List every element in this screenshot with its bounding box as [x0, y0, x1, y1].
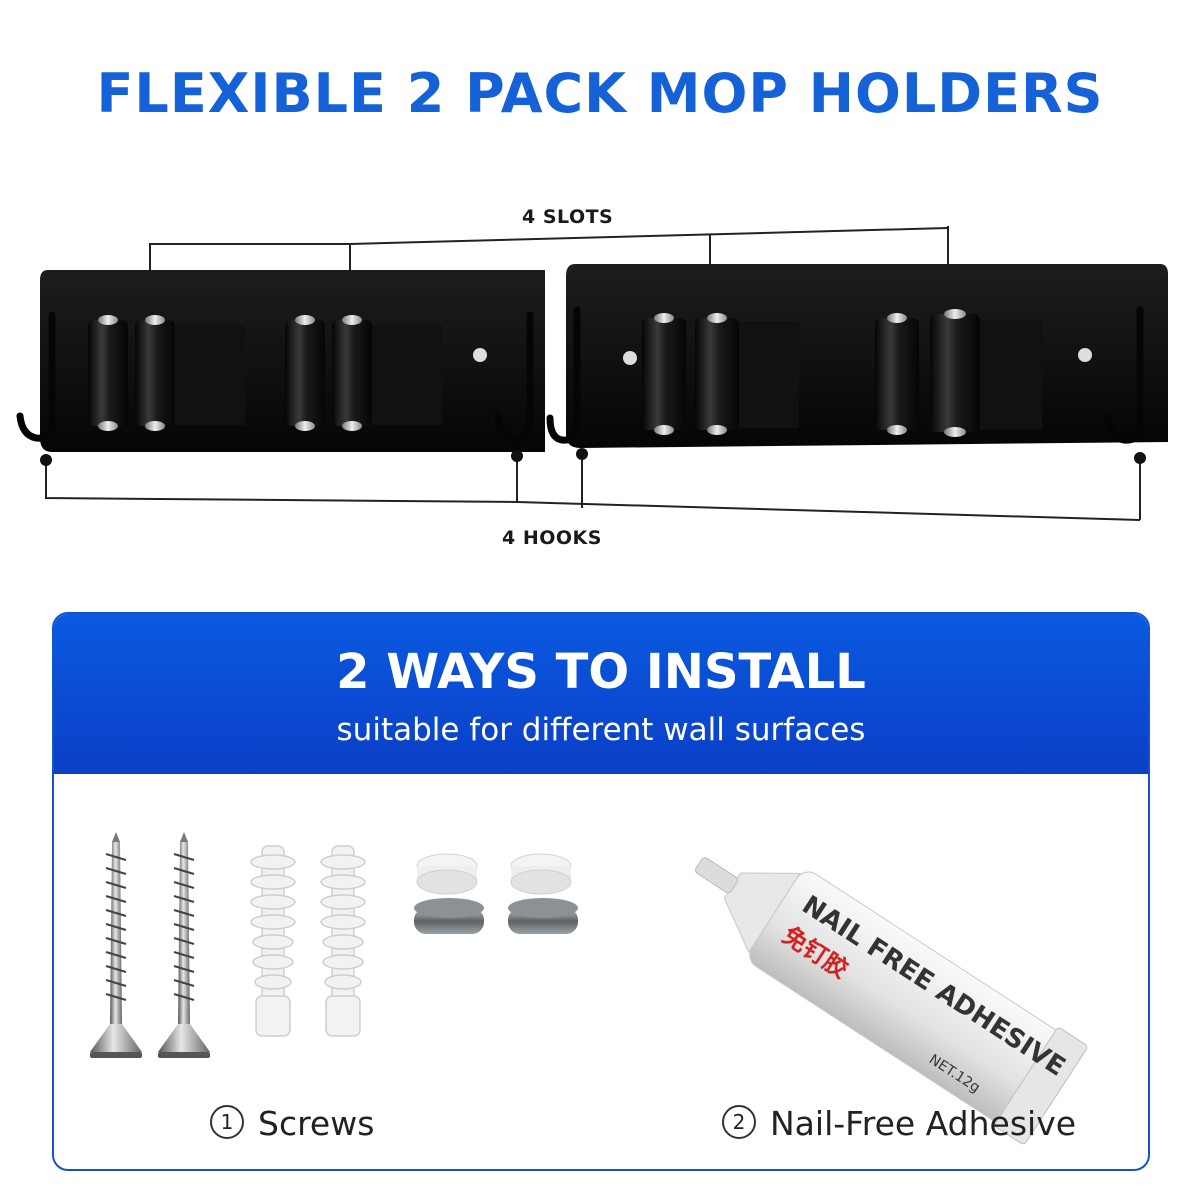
slots-label: 4 SLOTS: [522, 206, 614, 228]
holder-right: [546, 264, 1168, 448]
page-title: FLEXIBLE 2 PACK MOP HOLDERS: [96, 62, 1104, 125]
hooks-dimension-line: [45, 454, 1141, 521]
install-panel: 2 WAYS TO INSTALL suitable for different…: [52, 612, 1150, 1171]
option-adhesive: 2 Nail-Free Adhesive: [722, 1104, 1076, 1143]
mop-holders-illustration: [16, 226, 1168, 521]
option-screws: 1 Screws: [210, 1104, 374, 1143]
install-title: 2 WAYS TO INSTALL: [336, 644, 866, 700]
option-adhesive-label: Nail-Free Adhesive: [770, 1104, 1077, 1143]
wall-anchor-icon: [320, 845, 366, 1037]
screw-icon: [90, 832, 142, 1058]
metal-cap-icon: [414, 898, 578, 934]
install-subtitle: suitable for different wall surfaces: [336, 712, 866, 748]
holder-left: [16, 270, 545, 452]
adhesive-tube-icon: NAIL FREE ADHESIVE 免钉胶 NET.12g: [695, 857, 1088, 1145]
install-header: 2 WAYS TO INSTALL suitable for different…: [54, 614, 1148, 774]
wall-anchor-icon: [250, 845, 296, 1037]
screw-icon: [158, 832, 210, 1058]
option-number: 1: [210, 1104, 244, 1139]
installation-parts-illustration: NAIL FREE ADHESIVE 免钉胶 NET.12g: [90, 832, 1088, 1145]
screw-cap-icon: [416, 853, 572, 895]
hooks-label: 4 HOOKS: [502, 527, 602, 549]
option-screws-label: Screws: [258, 1104, 375, 1143]
option-number: 2: [722, 1104, 756, 1139]
